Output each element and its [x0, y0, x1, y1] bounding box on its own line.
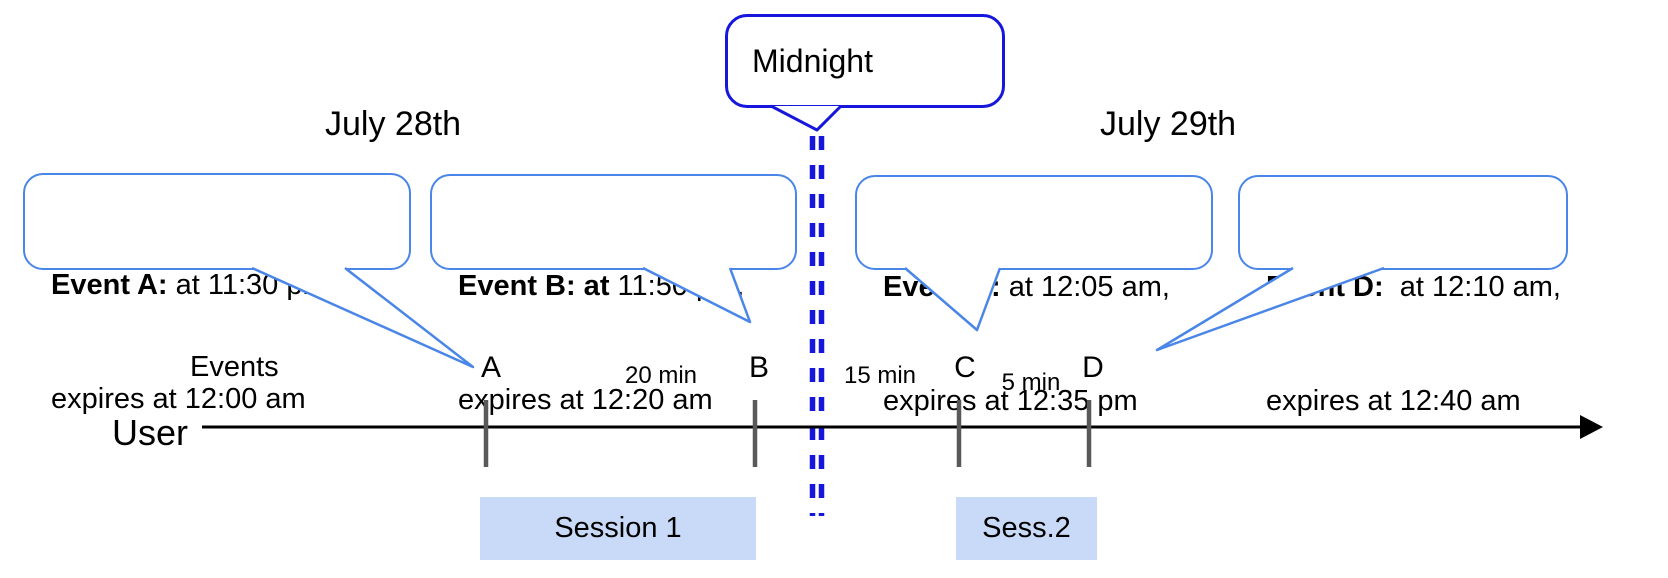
user-row-label: User	[112, 412, 189, 453]
callout-event-a-line2: expires at 12:00 am	[51, 383, 306, 415]
axis-arrowhead	[1580, 415, 1603, 439]
callout-event-d: Event D: at 12:10 am, expires at 12:40 a…	[1238, 175, 1568, 417]
callout-event-b: Event B: at 11:50 pm, expires at 12:20 a…	[430, 174, 797, 416]
midnight-callout: Midnight	[725, 14, 1005, 108]
interval-label-5min: 5 min	[1001, 369, 1061, 396]
date-label-july-29: July 29th	[1100, 105, 1237, 143]
callout-event-d-line2: expires at 12:40 am	[1266, 385, 1521, 417]
tick-label-c: C	[954, 351, 976, 384]
tick-label-d: D	[1082, 351, 1104, 384]
callout-event-c: Event C: at 12:05 am, expires at 12:35 p…	[855, 175, 1213, 417]
tick-label-b: B	[748, 351, 770, 384]
callout-event-b-line2: expires at 12:20 am	[458, 384, 713, 416]
session-2-box: Sess.2	[956, 497, 1097, 560]
callout-event-c-line1: Event C: at 12:05 am,	[883, 271, 1170, 303]
tick-label-a: A	[480, 351, 502, 384]
session-1-box: Session 1	[480, 497, 756, 560]
events-row-label: Events	[190, 351, 279, 383]
callout-event-a: Event A: at 11:30 pm, expires at 12:00 a…	[23, 173, 411, 415]
callout-event-d-line1: Event D: at 12:10 am,	[1266, 271, 1561, 303]
session-1-label: Session 1	[554, 512, 682, 544]
callout-event-a-line1: Event A: at 11:30 pm,	[51, 269, 335, 301]
callout-event-b-line1: Event B: at 11:50 pm,	[458, 270, 745, 302]
date-label-july-28: July 28th	[325, 105, 462, 143]
interval-label-20min: 20 min	[624, 362, 698, 389]
midnight-label: Midnight	[752, 42, 873, 79]
session-2-label: Sess.2	[982, 512, 1071, 544]
interval-label-15min: 15 min	[843, 362, 917, 389]
midnight-callout-tail	[770, 104, 843, 132]
